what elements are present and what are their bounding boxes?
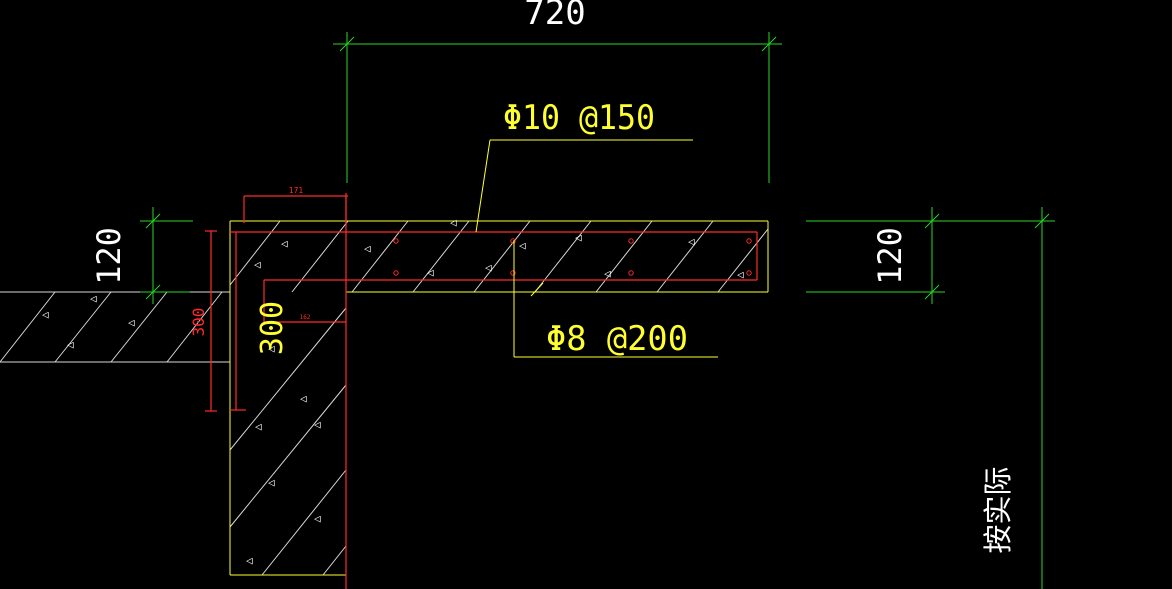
svg-text:◁: ◁ [281, 237, 288, 250]
svg-text:◁: ◁ [604, 267, 611, 280]
bottom-rebar-callout: Φ8 @200 [513, 240, 718, 359]
svg-text:◁: ◁ [450, 216, 457, 229]
svg-text:◁: ◁ [255, 420, 262, 433]
svg-text:◁: ◁ [300, 392, 307, 405]
svg-text:◁: ◁ [519, 239, 526, 252]
wall-hatching: ◁ ◁ ◁ ◁ ◁ ◁ ◁ [229, 307, 347, 576]
svg-text:◁: ◁ [427, 266, 434, 279]
svg-text:◁: ◁ [688, 235, 695, 248]
svg-text:◁: ◁ [254, 258, 261, 271]
small-top-dimension: 171 [243, 186, 348, 223]
left-thickness-dimension: 120 [90, 207, 193, 304]
top-rebar-label: Φ10 @150 [503, 98, 655, 138]
top-dimension: 720 [333, 0, 782, 183]
svg-text:◁: ◁ [67, 338, 74, 351]
bottom-rebar-label: Φ8 @200 [546, 319, 688, 359]
svg-text:◁: ◁ [268, 342, 275, 355]
svg-text:◁: ◁ [246, 554, 253, 567]
right-120-label: 120 [871, 227, 909, 285]
svg-text:◁: ◁ [314, 512, 321, 525]
dim-300-red: 300 [189, 308, 208, 337]
top-span-label: 720 [524, 0, 585, 33]
left-slab-section: ◁ ◁ ◁ ◁ [0, 291, 230, 363]
svg-text:◁: ◁ [737, 268, 744, 281]
svg-text:◁: ◁ [90, 292, 97, 305]
vertical-note-label: 按实际 [981, 466, 1015, 553]
reinforcement-bars [230, 193, 758, 589]
concrete-section-outline [229, 220, 769, 576]
left-vertical-dimension: 300 [189, 230, 217, 412]
svg-text:◁: ◁ [128, 316, 135, 329]
vertical-note: 按实际 [981, 466, 1015, 553]
right-thickness-dimension: 120 [806, 207, 1055, 589]
svg-text:◁: ◁ [268, 476, 275, 489]
svg-text:◁: ◁ [364, 242, 371, 255]
top-rebar-callout: Φ10 @150 [475, 98, 693, 233]
dim-171: 171 [289, 186, 304, 195]
left-120-label: 120 [90, 227, 128, 285]
dim-300-yellow: 300 [255, 301, 290, 355]
dim-162: 162 [300, 314, 311, 321]
inner-column-dimension: 300 162 [255, 301, 311, 355]
svg-text:◁: ◁ [575, 231, 582, 244]
svg-text:◁: ◁ [42, 308, 49, 321]
svg-text:◁: ◁ [485, 261, 492, 274]
svg-text:◁: ◁ [314, 418, 321, 431]
